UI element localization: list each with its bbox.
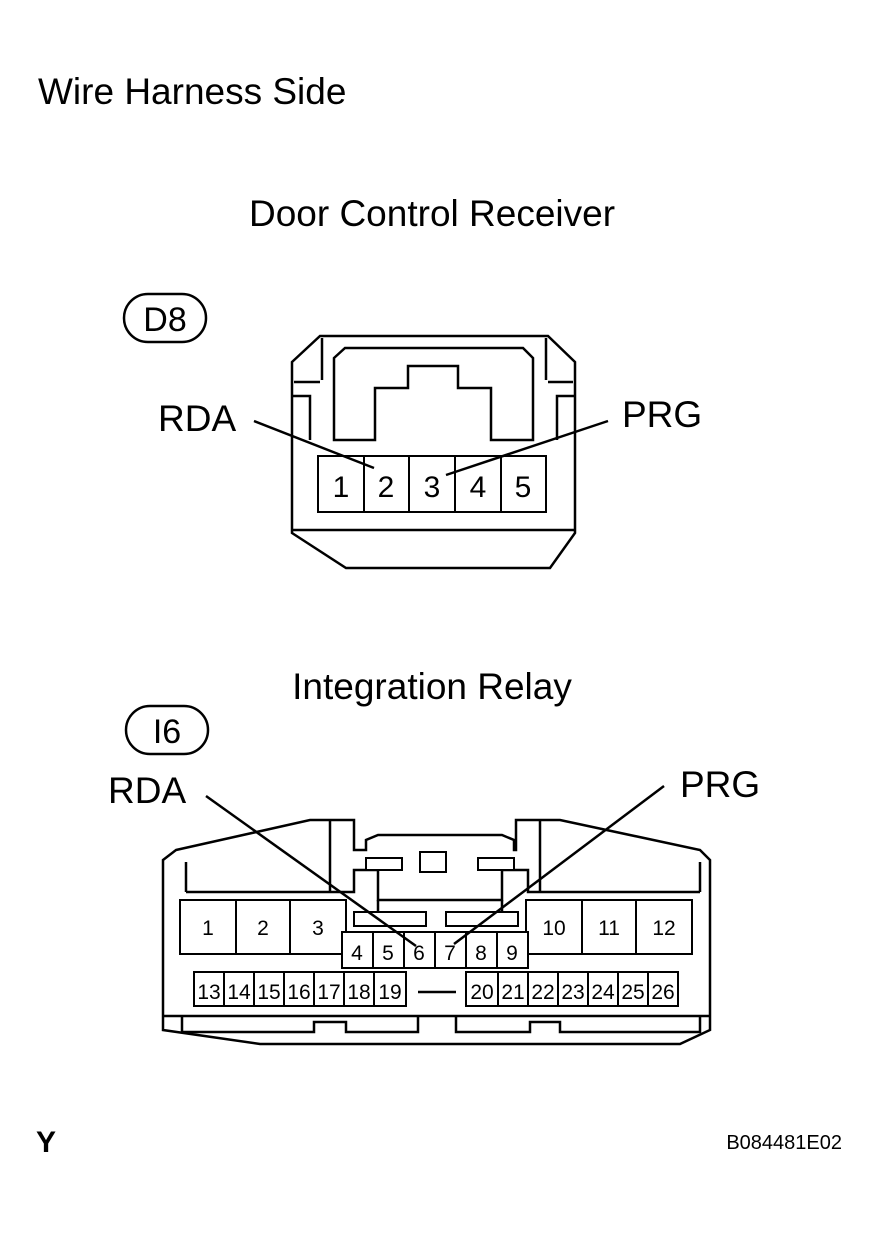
i6-bottom-pins-left: 13 14 15 16 17 18 19: [193, 971, 407, 1007]
i6-pin-4: [341, 931, 374, 969]
i6-pin-17-label: 17: [317, 981, 340, 1004]
i6-pin-20-label: 20: [470, 981, 493, 1004]
i6-pin-5-label: 5: [382, 942, 394, 965]
i6-pin-25-label: 25: [621, 981, 644, 1004]
i6-connector-housing: [161, 818, 712, 1046]
i6-pin-12: [635, 899, 693, 955]
i6-pin-10-label: 10: [542, 917, 565, 940]
d8-pin-5-label: 5: [515, 471, 532, 504]
i6-pin-16: [283, 971, 315, 1007]
i6-large-pins-left: 1 2 3: [179, 899, 347, 955]
i6-rda-label: RDA: [108, 770, 186, 811]
i6-pin-24: [587, 971, 619, 1007]
i6-pin-8: [465, 931, 498, 969]
i6-pin-22-label: 22: [531, 981, 554, 1004]
i6-prg-label: PRG: [680, 764, 760, 805]
i6-pin-15-label: 15: [257, 981, 280, 1004]
page-title: Wire Harness Side: [38, 71, 346, 112]
d8-rda-leader-line: [253, 419, 375, 470]
figure-code: B084481E02: [726, 1132, 842, 1154]
d8-prg-leader-line: [445, 419, 609, 477]
i6-pin-16-label: 16: [287, 981, 310, 1004]
d8-prg-label: PRG: [622, 394, 702, 435]
d8-pin-2-label: 2: [378, 471, 395, 504]
i6-pin-1-label: 1: [202, 917, 214, 940]
i6-rda-leader-line: [205, 794, 417, 948]
i6-pin-13-label: 13: [197, 981, 220, 1004]
i6-pin-11-label: 11: [598, 917, 620, 940]
i6-pin-26: [647, 971, 679, 1007]
d8-pin-5: [500, 455, 547, 513]
d8-pin-1-label: 1: [333, 471, 350, 504]
i6-bottom-pins-right: 20 21 22 23 24 25 26: [465, 971, 679, 1007]
i6-connector-code-badge: I6: [124, 704, 210, 756]
i6-prg-leader-line: [453, 785, 665, 945]
d8-pin-2: [363, 455, 410, 513]
i6-code-text: I6: [153, 713, 181, 751]
i6-pin-9-label: 9: [506, 942, 518, 965]
i6-pin-14: [223, 971, 255, 1007]
door-control-receiver-title: Door Control Receiver: [249, 193, 615, 234]
integration-relay-title: Integration Relay: [292, 666, 572, 707]
i6-pin-18-label: 18: [347, 981, 370, 1004]
i6-pin-2: [235, 899, 291, 955]
i6-pin-26-label: 26: [651, 981, 674, 1004]
d8-connector-code-badge: D8: [122, 292, 208, 344]
i6-pin-3: [289, 899, 347, 955]
i6-pin-9: [496, 931, 529, 969]
i6-pin-15: [253, 971, 285, 1007]
footer-mark: Y: [36, 1126, 56, 1159]
i6-middle-pins: 4 5 6 7 8 9: [341, 931, 529, 969]
d8-pin-3: [408, 455, 456, 513]
i6-pin-8-label: 8: [475, 942, 487, 965]
i6-pin-24-label: 24: [591, 981, 615, 1004]
d8-rda-label: RDA: [158, 398, 236, 439]
i6-pin-21-label: 21: [501, 981, 524, 1004]
i6-pin-11: [581, 899, 637, 955]
i6-pin-6-label: 6: [413, 942, 425, 965]
i6-pin-23-label: 23: [561, 981, 584, 1004]
d8-pin-row: 1 2 3 4 5: [317, 455, 547, 513]
i6-pin-2-label: 2: [257, 917, 269, 940]
i6-pin-3-label: 3: [312, 917, 324, 940]
i6-pin-19: [373, 971, 407, 1007]
i6-large-pins-right: 10 11 12: [525, 899, 693, 955]
d8-pin-4-label: 4: [470, 471, 487, 504]
i6-pin-20: [465, 971, 499, 1007]
i6-pin-14-label: 14: [227, 981, 251, 1004]
i6-pin-12-label: 12: [652, 917, 675, 940]
i6-pin-19-label: 19: [378, 981, 401, 1004]
d8-pin-3-label: 3: [424, 471, 441, 504]
d8-code-text: D8: [143, 301, 186, 339]
i6-pin-6: [403, 931, 436, 969]
i6-pin-22: [527, 971, 559, 1007]
i6-pin-7-label: 7: [444, 942, 456, 965]
i6-pin-4-label: 4: [351, 942, 363, 965]
